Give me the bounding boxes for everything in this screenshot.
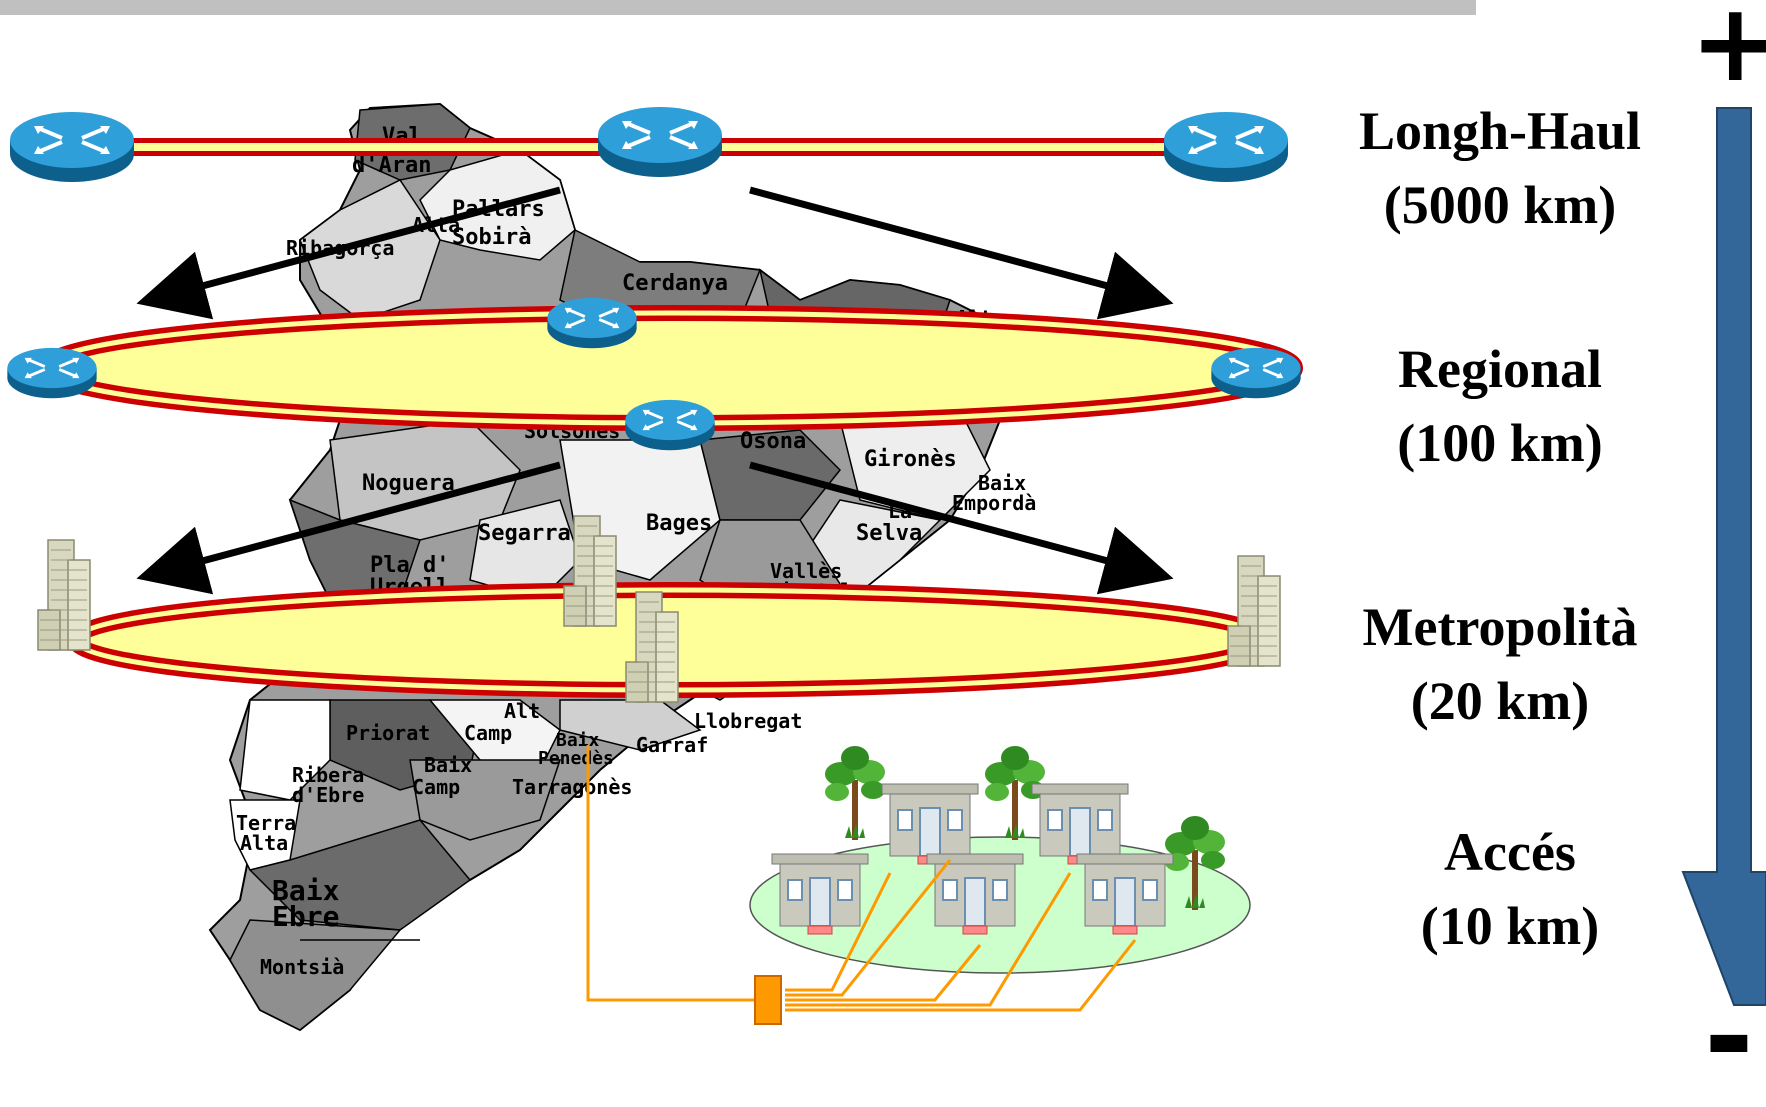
label-debre: d'Ebre	[292, 783, 364, 807]
label-camp-2: Camp	[412, 775, 460, 799]
label-emporda: Empordà	[952, 491, 1036, 515]
building-icon	[1227, 555, 1281, 667]
label-osona: Osona	[740, 429, 806, 454]
router-icon	[545, 296, 639, 350]
arrows-regional-to-metro	[136, 461, 1174, 595]
label-baix-emporda: Baix	[978, 471, 1026, 495]
label-baix-camp: Baix	[424, 753, 472, 777]
house-icon	[926, 853, 1024, 935]
label-llobregat: Llobregat	[694, 709, 802, 733]
label-baix-ebre: Baix	[272, 874, 340, 907]
level-name: Metropolità	[1362, 597, 1638, 657]
label-selva: Selva	[856, 521, 922, 546]
label-ebre: Ebre	[272, 900, 339, 933]
plus-sign: +	[1690, 0, 1766, 106]
arrows-longhaul-to-regional	[136, 186, 1174, 320]
level-name: Regional	[1397, 339, 1602, 399]
network-hierarchy-diagram: Val d'Aran Alta Ribagorça Pallars Sobirà…	[5, 102, 1766, 1032]
building-icon	[37, 539, 91, 651]
house-icon	[1076, 853, 1174, 935]
label-noguera: Noguera	[362, 471, 455, 496]
level-metropolitan: Metropolità (20 km)	[1320, 590, 1680, 738]
label-garraf: Garraf	[636, 733, 708, 757]
label-alt-camp: Alt	[504, 699, 540, 723]
label-valles: Vallès	[770, 559, 842, 583]
level-distance: (20 km)	[1410, 671, 1590, 731]
label-terra-alta: Alta	[240, 831, 288, 855]
label-camp: Camp	[464, 721, 512, 745]
level-distance: (5000 km)	[1383, 175, 1617, 235]
level-distance: (100 km)	[1397, 413, 1603, 473]
label-pla-urgell: Pla d'	[370, 553, 449, 578]
minus-sign: -	[1704, 968, 1754, 1107]
router-icon	[623, 398, 717, 452]
title-bar-stripe	[0, 0, 1476, 15]
scale-arrow	[1681, 107, 1766, 1006]
router-icon	[596, 105, 724, 179]
router-icon	[5, 346, 99, 400]
label-priorat: Priorat	[346, 721, 430, 745]
level-name: Accés	[1444, 822, 1576, 882]
router-icon	[8, 110, 136, 184]
label-cerdanya: Cerdanya	[622, 271, 728, 296]
label-vall-aran-2: d'Aran	[352, 153, 431, 178]
house-icon	[1031, 783, 1129, 865]
level-long-haul: Longh-Haul (5000 km)	[1320, 94, 1680, 242]
label-bages: Bages	[646, 511, 712, 536]
level-regional: Regional (100 km)	[1320, 332, 1680, 480]
house-icon	[771, 853, 869, 935]
router-icon	[1162, 110, 1290, 184]
label-segarra: Segarra	[478, 521, 571, 546]
label-tarragones: Tarragonès	[512, 775, 632, 799]
label-girones: Gironès	[864, 447, 957, 472]
access-splitter	[754, 975, 782, 1025]
label-montsia: Montsià	[260, 955, 344, 979]
label-ribera: Ribera	[292, 763, 364, 787]
level-distance: (10 km)	[1420, 896, 1600, 956]
router-icon	[1209, 346, 1303, 400]
level-access: Accés (10 km)	[1330, 815, 1690, 963]
tree-icon	[825, 746, 885, 840]
label-terra: Terra	[236, 811, 296, 835]
level-name: Longh-Haul	[1358, 101, 1642, 161]
label-penedes: Penedès	[538, 748, 614, 769]
label-sobira: Sobirà	[452, 225, 531, 250]
house-icon	[881, 783, 979, 865]
access-fiber	[586, 745, 1137, 1012]
